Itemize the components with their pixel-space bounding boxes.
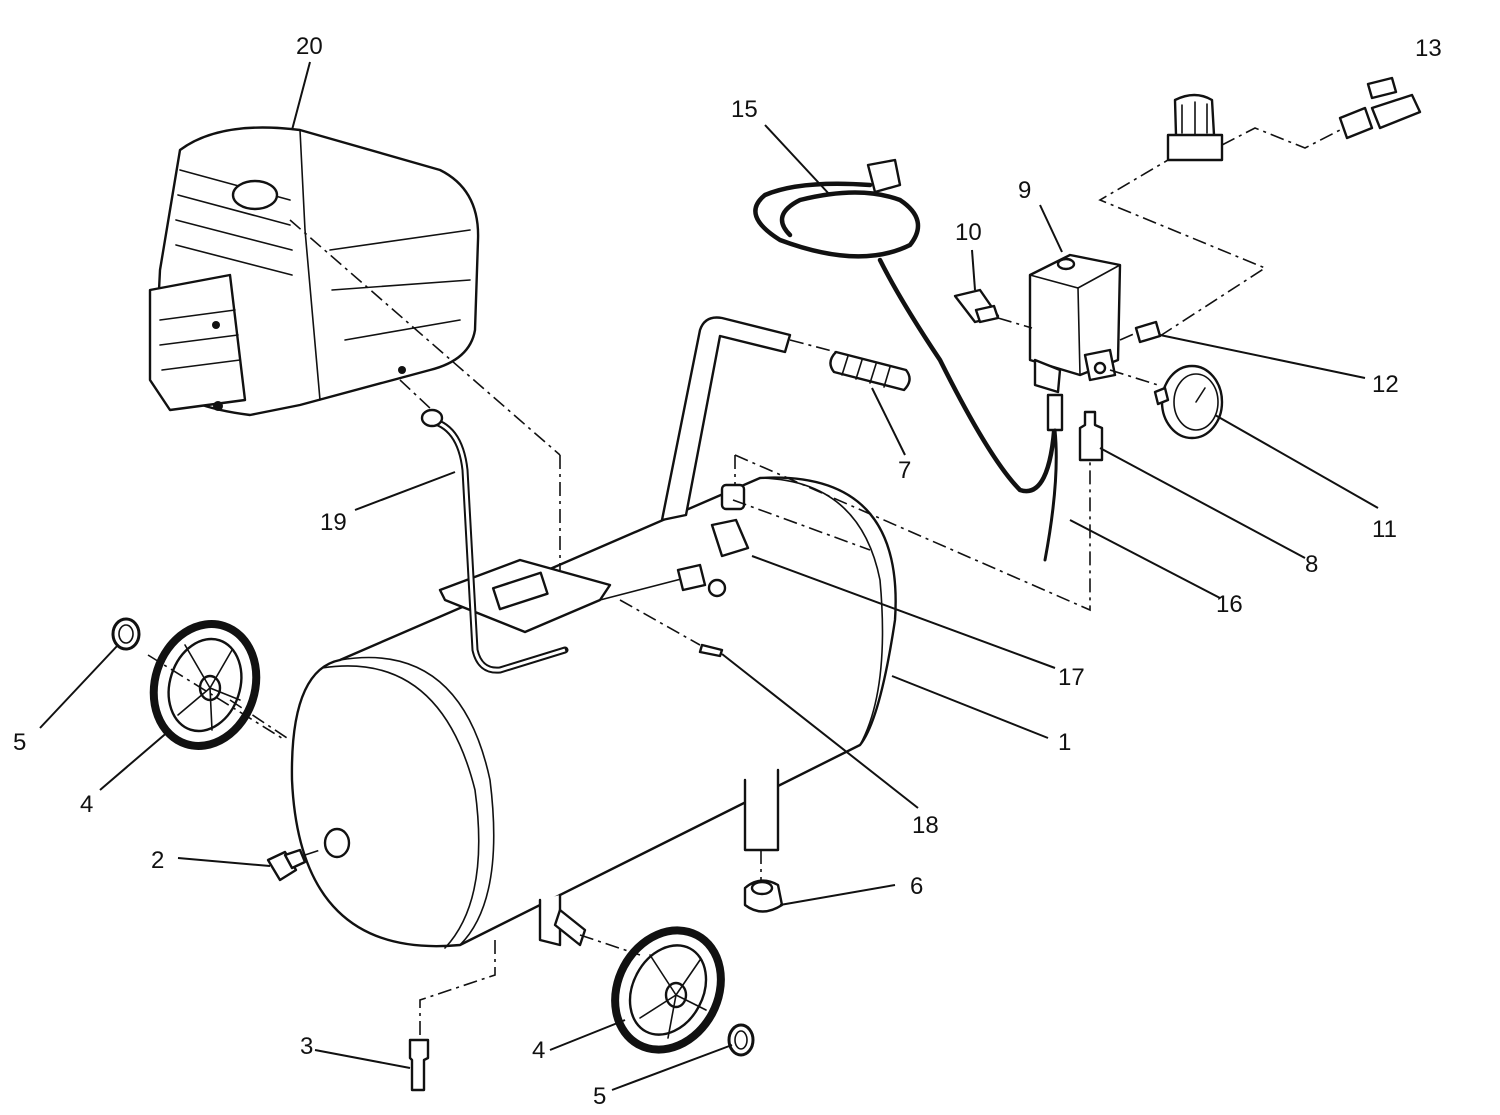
label-part-11: 11 (1372, 516, 1397, 543)
label-part-3: 3 (300, 1033, 313, 1060)
label-part-17: 17 (1058, 664, 1085, 691)
quick-coupler (1338, 76, 1422, 140)
label-part-7: 7 (898, 457, 911, 484)
label-part-18: 18 (912, 812, 939, 839)
label-part-20: 20 (296, 33, 323, 60)
label-part-4-right: 4 (532, 1037, 545, 1064)
washer-right (727, 1023, 755, 1057)
wheel-left (149, 620, 261, 750)
power-cord (753, 158, 1058, 494)
leader-lines (39, 61, 1379, 1091)
wheel-right (611, 926, 725, 1054)
pressure-switch (1028, 253, 1122, 432)
part-labels: 20 13 15 9 10 12 7 19 11 8 16 17 1 5 4 1… (13, 33, 1442, 1110)
label-part-4-left: 4 (80, 791, 93, 818)
handle-grip (829, 350, 911, 392)
label-part-9: 9 (1018, 177, 1031, 204)
label-part-10: 10 (955, 219, 982, 246)
outlet-tube (420, 408, 569, 674)
label-part-5-right: 5 (593, 1083, 606, 1110)
washer-left (111, 617, 141, 651)
label-part-5-left: 5 (13, 729, 26, 756)
label-part-6: 6 (910, 873, 923, 900)
regulator (1166, 93, 1224, 162)
pressure-gauge (1153, 364, 1224, 440)
assembly-lines (147, 127, 1341, 1040)
motor-cable (1043, 428, 1058, 562)
safety-valve (1078, 410, 1104, 462)
label-part-13: 13 (1415, 35, 1442, 62)
air-tank (290, 476, 897, 949)
label-part-16: 16 (1216, 591, 1243, 618)
unloader-fitting (953, 288, 1000, 324)
pump-motor-assembly (148, 126, 480, 417)
drain-plug (266, 848, 307, 882)
label-part-19: 19 (320, 509, 347, 536)
label-part-8: 8 (1305, 551, 1318, 578)
connector-fitting (1134, 320, 1162, 344)
label-part-1: 1 (1058, 729, 1071, 756)
handle-tube (660, 316, 792, 522)
rubber-foot (743, 879, 784, 913)
drain-valve (408, 1038, 430, 1092)
label-part-15: 15 (731, 96, 758, 123)
label-part-12: 12 (1372, 371, 1399, 398)
label-part-2: 2 (151, 847, 164, 874)
